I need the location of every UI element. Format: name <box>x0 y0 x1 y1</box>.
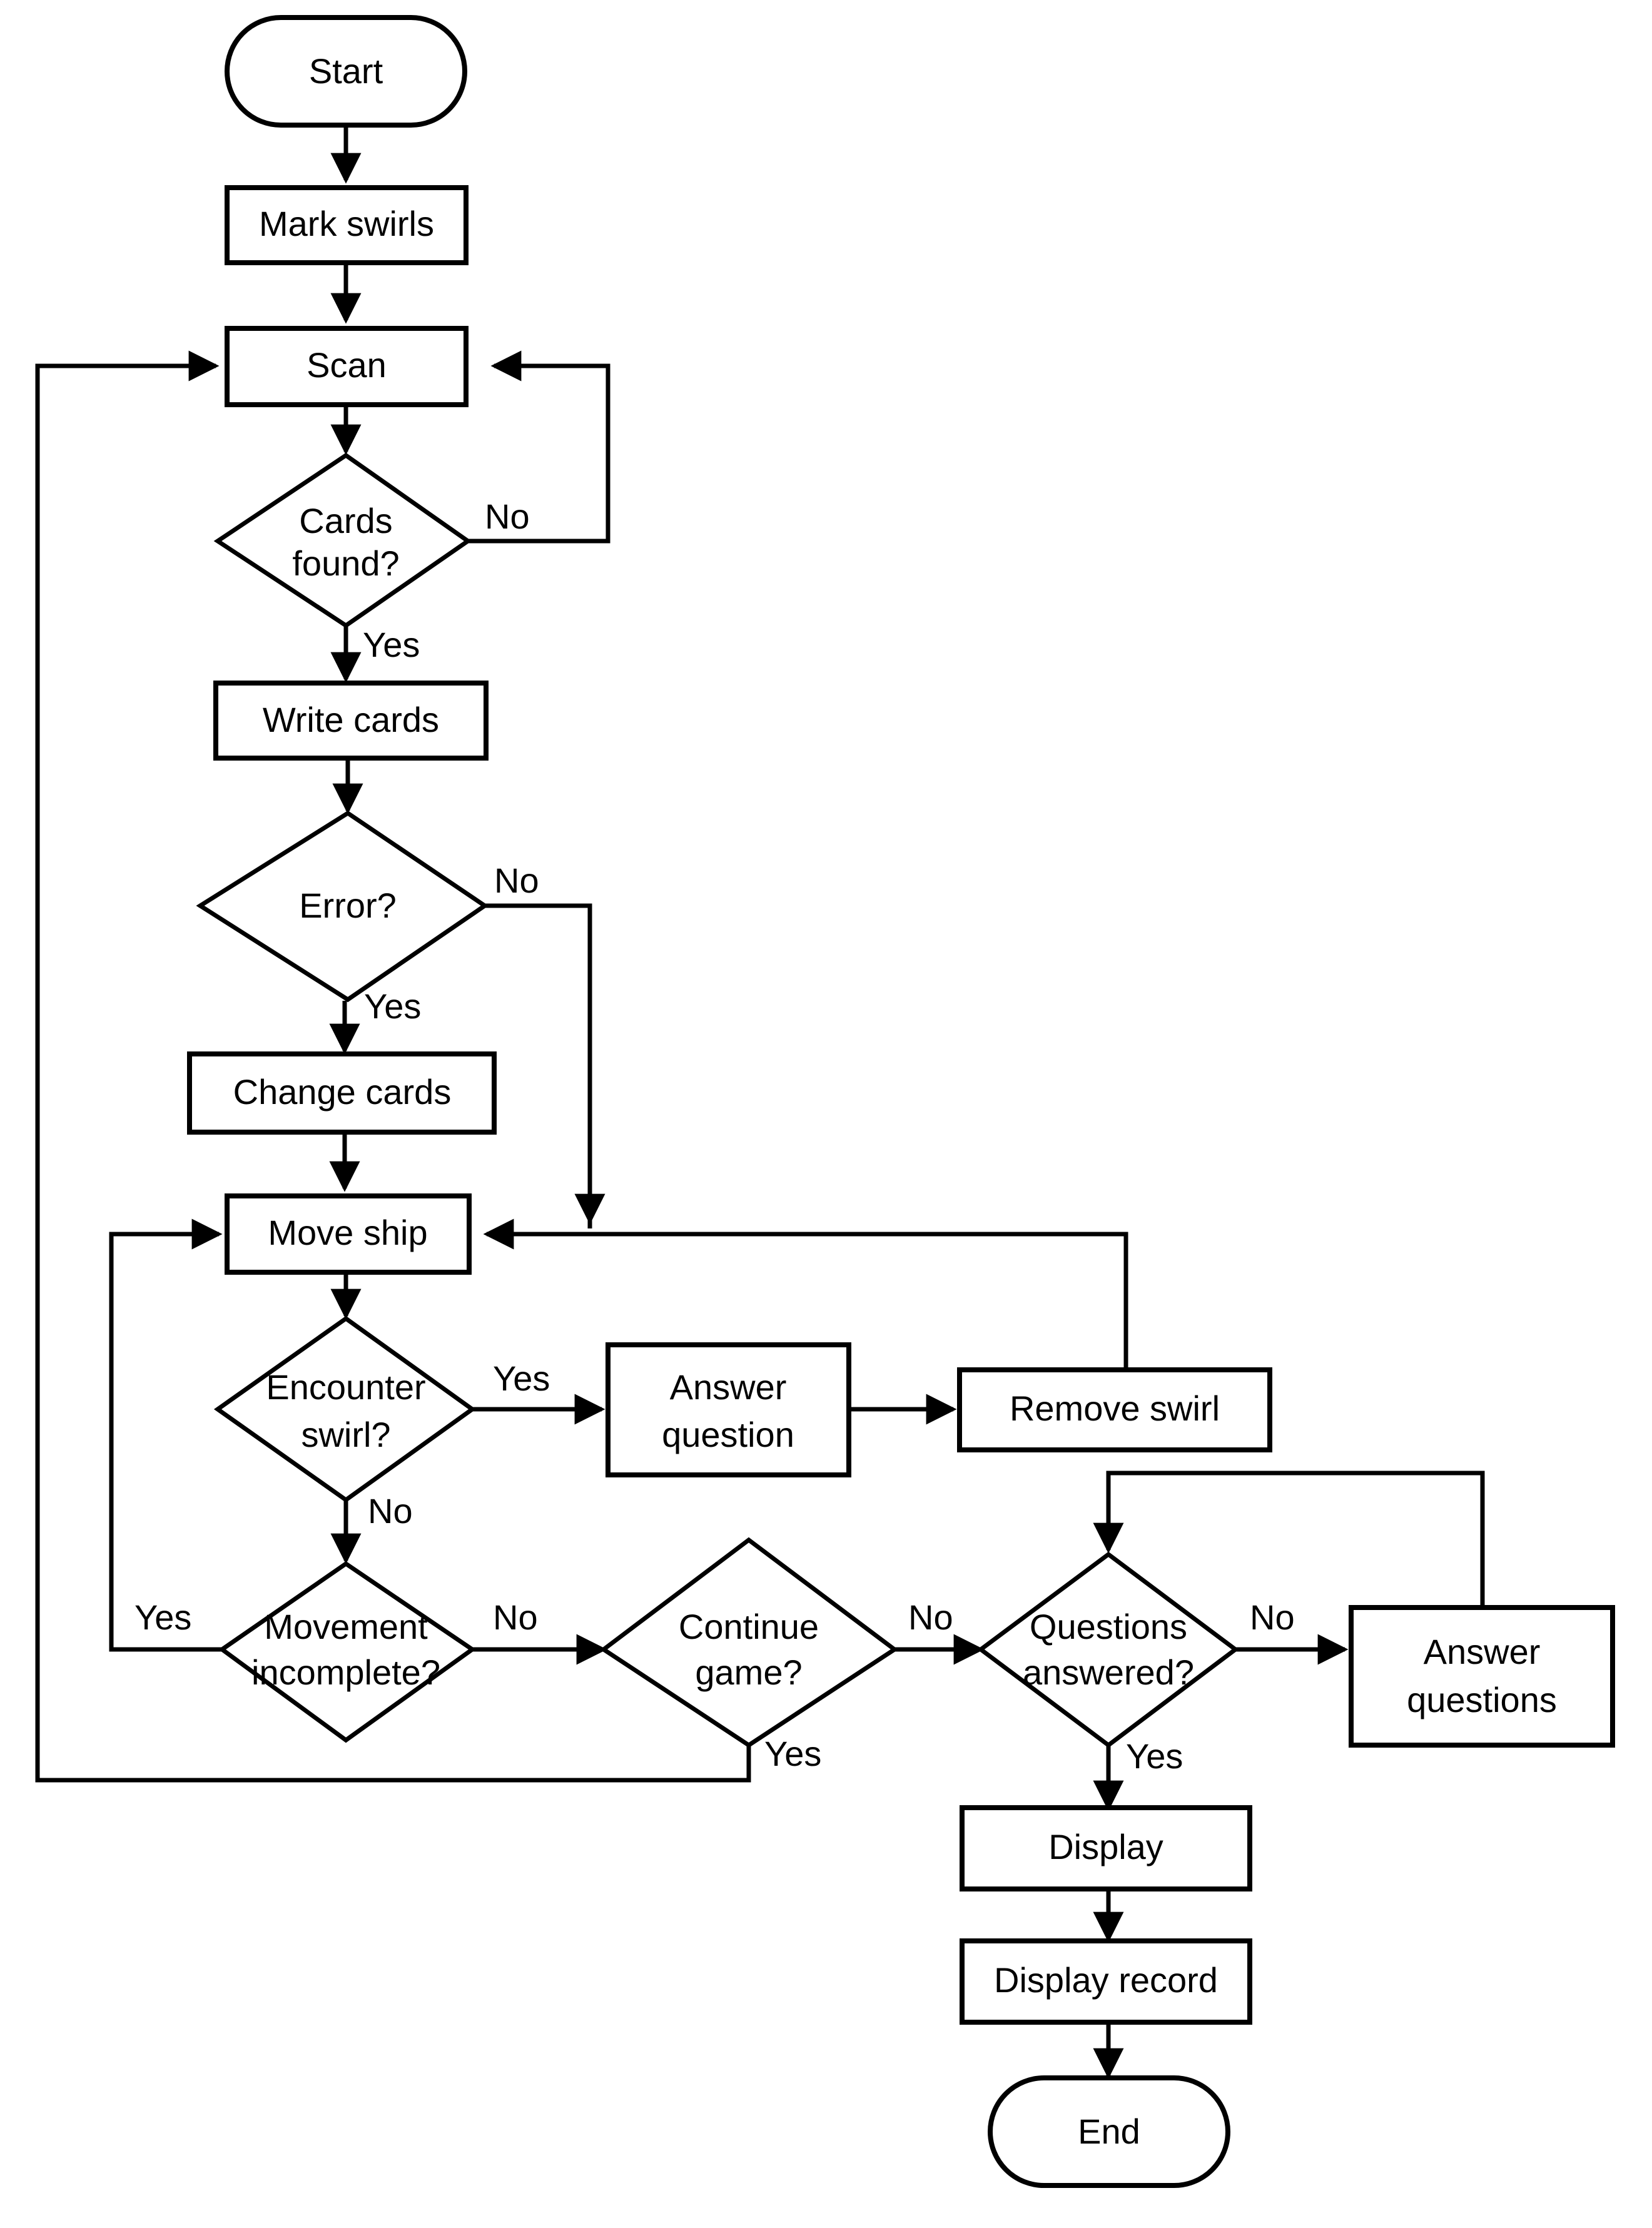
encounter-swirl-diamond-shape <box>213 1315 477 1503</box>
edge-label-movement-incomplete-no: No <box>493 1598 538 1637</box>
answer-question-label-line2: question <box>662 1415 794 1454</box>
encounter-swirl-label-line2: swirl? <box>301 1415 390 1454</box>
cards-found-diamond-shape <box>213 452 472 629</box>
movement-incomplete-label-line2: incomplete? <box>251 1653 440 1692</box>
node-change-cards[interactable]: Change cards <box>187 1051 497 1135</box>
display-record-label: Display record <box>994 1960 1218 2000</box>
node-end[interactable]: End <box>988 2075 1230 2188</box>
cards-found-label-line2: found? <box>292 544 399 583</box>
node-answer-questions[interactable]: Answer questions <box>1349 1605 1615 1748</box>
node-move-ship[interactable]: Move ship <box>225 1193 472 1275</box>
end-terminator-shape <box>988 2075 1230 2188</box>
edge-label-encounter-swirl-yes: Yes <box>493 1359 550 1398</box>
answer-questions-label-line1: Answer <box>1424 1632 1541 1671</box>
node-mark-swirls[interactable]: Mark swirls <box>225 185 469 265</box>
move-ship-box-shape <box>225 1193 472 1275</box>
continue-game-label-line1: Continue <box>679 1607 819 1646</box>
write-cards-label: Write cards <box>263 700 439 739</box>
edge-label-continue-game-no: No <box>908 1598 953 1637</box>
move-ship-label: Move ship <box>268 1213 427 1252</box>
questions-answered-diamond-shape <box>977 1551 1239 1748</box>
movement-incomplete-diamond-shape <box>218 1561 477 1743</box>
node-answer-question[interactable]: Answer question <box>606 1342 851 1477</box>
edge-label-encounter-swirl-no: No <box>368 1491 413 1531</box>
error-label: Error? <box>299 886 397 925</box>
node-display[interactable]: Display <box>960 1805 1252 1891</box>
edge-label-cards-found-no: No <box>485 497 530 536</box>
node-scan[interactable]: Scan <box>225 326 469 407</box>
edge-label-continue-game-yes: Yes <box>764 1734 821 1773</box>
node-error[interactable]: Error? <box>196 810 489 1003</box>
edge-remove-swirl-to-move-ship <box>483 1218 1128 1372</box>
node-start[interactable]: Start <box>225 15 467 128</box>
questions-answered-label-line2: answered? <box>1023 1653 1194 1692</box>
start-label: Start <box>309 51 383 91</box>
change-cards-label: Change cards <box>233 1072 452 1111</box>
edge-movement-incomplete-yes-to-move-ship <box>109 1218 223 1652</box>
scan-box-shape <box>225 326 469 407</box>
encounter-swirl-label-line1: Encounter <box>266 1367 425 1407</box>
answer-question-label-line1: Answer <box>670 1367 787 1407</box>
edge-answer-questions-to-questions-answered <box>1093 1471 1485 1608</box>
edge-error-no-to-move-ship <box>485 903 592 1228</box>
change-cards-box-shape <box>187 1051 497 1135</box>
remove-swirl-label: Remove swirl <box>1010 1389 1220 1428</box>
edge-continue-game-yes-to-scan <box>35 350 751 1783</box>
scan-label: Scan <box>307 345 387 385</box>
display-record-box-shape <box>960 1938 1252 2025</box>
remove-swirl-box-shape <box>957 1367 1272 1452</box>
edge-label-movement-incomplete-yes: Yes <box>134 1598 191 1637</box>
write-cards-box-shape <box>213 681 489 761</box>
edge-labels-layer: No Yes No Yes Yes No Yes No No Yes No Ye… <box>134 497 1295 1776</box>
continue-game-diamond-shape <box>599 1537 899 1748</box>
node-remove-swirl[interactable]: Remove swirl <box>957 1367 1272 1452</box>
mark-swirls-box-shape <box>225 185 469 265</box>
edge-label-cards-found-yes: Yes <box>363 625 420 664</box>
error-diamond-shape <box>196 810 489 1003</box>
continue-game-label-line2: game? <box>695 1653 802 1692</box>
edge-label-error-yes: Yes <box>364 986 421 1026</box>
answer-question-box-shape <box>606 1342 851 1477</box>
node-continue-game[interactable]: Continue game? <box>599 1537 899 1748</box>
display-box-shape <box>960 1805 1252 1891</box>
edges-layer <box>35 125 1485 2079</box>
edge-label-questions-answered-no: No <box>1250 1598 1295 1637</box>
node-write-cards[interactable]: Write cards <box>213 681 489 761</box>
display-label: Display <box>1048 1827 1163 1866</box>
mark-swirls-label: Mark swirls <box>259 204 434 243</box>
end-label: End <box>1078 2112 1140 2151</box>
node-cards-found[interactable]: Cards found? <box>213 452 472 629</box>
movement-incomplete-label-line1: Movement <box>264 1607 428 1646</box>
node-questions-answered[interactable]: Questions answered? <box>977 1551 1239 1748</box>
start-terminator-shape <box>225 15 467 128</box>
cards-found-label-line1: Cards <box>299 501 392 540</box>
questions-answered-label-line1: Questions <box>1030 1607 1187 1646</box>
node-encounter-swirl[interactable]: Encounter swirl? <box>213 1315 477 1503</box>
node-movement-incomplete[interactable]: Movement incomplete? <box>218 1561 477 1743</box>
edge-cards-found-no-to-scan <box>468 350 611 544</box>
node-display-record[interactable]: Display record <box>960 1938 1252 2025</box>
edge-label-error-no: No <box>494 861 539 900</box>
answer-questions-box-shape <box>1349 1605 1615 1748</box>
edge-label-questions-answered-yes: Yes <box>1126 1736 1183 1776</box>
answer-questions-label-line2: questions <box>1407 1680 1557 1719</box>
